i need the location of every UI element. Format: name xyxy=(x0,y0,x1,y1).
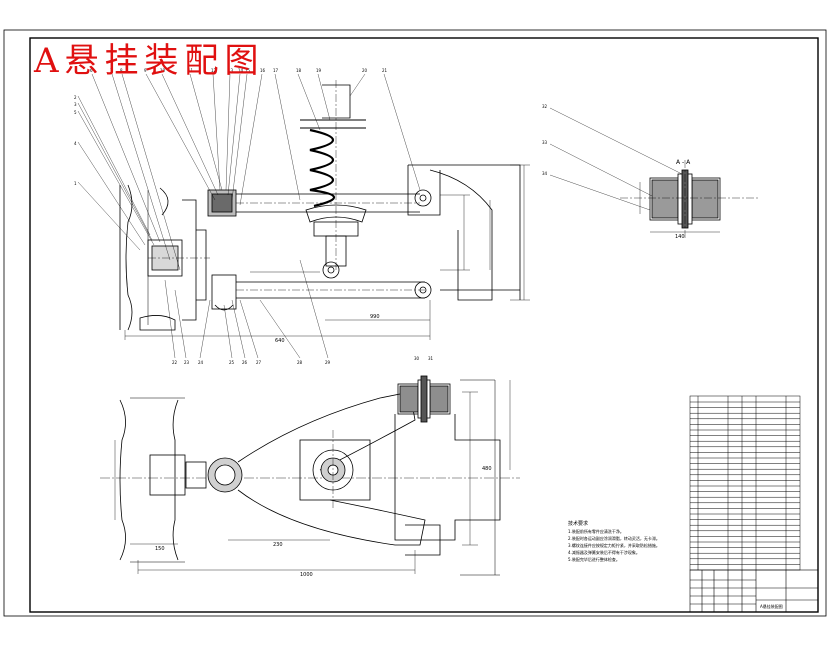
svg-text:5: 5 xyxy=(74,110,77,115)
parts-list xyxy=(689,395,801,571)
svg-text:14: 14 xyxy=(238,68,244,73)
svg-text:4: 4 xyxy=(74,141,77,146)
svg-text:21: 21 xyxy=(382,68,388,73)
svg-text:24: 24 xyxy=(198,360,204,365)
technical-notes: 技术要求 1.装配前所有零件应清洗干净。 2.装配时各运动副应涂润滑脂，转动灵活… xyxy=(568,520,660,562)
dim-230: 230 xyxy=(273,542,283,548)
note-3: 3.螺纹连接件应按规定力矩拧紧，并采取防松措施。 xyxy=(568,542,660,548)
svg-text:10: 10 xyxy=(160,68,166,73)
svg-text:9: 9 xyxy=(144,68,147,73)
svg-text:13: 13 xyxy=(228,68,234,73)
section-label: A - A xyxy=(676,159,691,166)
svg-text:15: 15 xyxy=(245,68,251,73)
leader-lines-top xyxy=(77,73,421,359)
note-1: 1.装配前所有零件应清洗干净。 xyxy=(568,528,624,534)
svg-text:31: 31 xyxy=(428,356,434,361)
svg-text:33: 33 xyxy=(542,140,548,145)
dim-640: 640 xyxy=(275,338,285,344)
front-view xyxy=(119,80,530,340)
svg-text:28: 28 xyxy=(297,360,303,365)
svg-text:16: 16 xyxy=(260,68,266,73)
svg-text:26: 26 xyxy=(242,360,248,365)
svg-text:34: 34 xyxy=(542,171,548,176)
top-view xyxy=(100,375,520,576)
svg-text:30: 30 xyxy=(414,356,420,361)
dim-150: 150 xyxy=(155,546,165,552)
svg-text:20: 20 xyxy=(362,68,368,73)
svg-text:18: 18 xyxy=(296,68,302,73)
svg-text:19: 19 xyxy=(316,68,322,73)
svg-text:32: 32 xyxy=(542,104,548,109)
svg-text:22: 22 xyxy=(172,360,178,365)
svg-text:2: 2 xyxy=(74,95,77,100)
svg-text:1: 1 xyxy=(74,181,77,186)
dim-1000: 1000 xyxy=(300,572,313,578)
svg-text:23: 23 xyxy=(184,360,190,365)
dim-140: 140 xyxy=(675,234,685,240)
notes-title: 技术要求 xyxy=(568,520,588,527)
svg-text:7: 7 xyxy=(110,68,113,73)
note-5: 5.装配完毕后进行整体检查。 xyxy=(568,556,620,562)
inner-frame xyxy=(29,37,819,613)
svg-text:3: 3 xyxy=(74,102,77,107)
svg-text:8: 8 xyxy=(120,68,123,73)
section-view xyxy=(549,107,760,240)
drawing-title: A悬挂装配图 xyxy=(34,41,265,81)
svg-text:11: 11 xyxy=(188,68,194,73)
svg-text:25: 25 xyxy=(229,360,235,365)
svg-text:12: 12 xyxy=(211,68,217,73)
svg-text:6: 6 xyxy=(90,68,93,73)
svg-text:29: 29 xyxy=(325,360,331,365)
note-4: 4.减振器及弹簧安装后不得有干涉现象。 xyxy=(568,549,640,555)
title-block xyxy=(689,569,819,613)
dim-480: 480 xyxy=(482,466,492,472)
dim-990: 990 xyxy=(370,314,380,320)
svg-text:17: 17 xyxy=(273,68,279,73)
note-2: 2.装配时各运动副应涂润滑脂，转动灵活，无卡滞。 xyxy=(568,535,660,541)
svg-text:27: 27 xyxy=(256,360,262,365)
outer-frame xyxy=(3,29,827,617)
title-block-name: A悬挂装配图 xyxy=(760,603,783,609)
